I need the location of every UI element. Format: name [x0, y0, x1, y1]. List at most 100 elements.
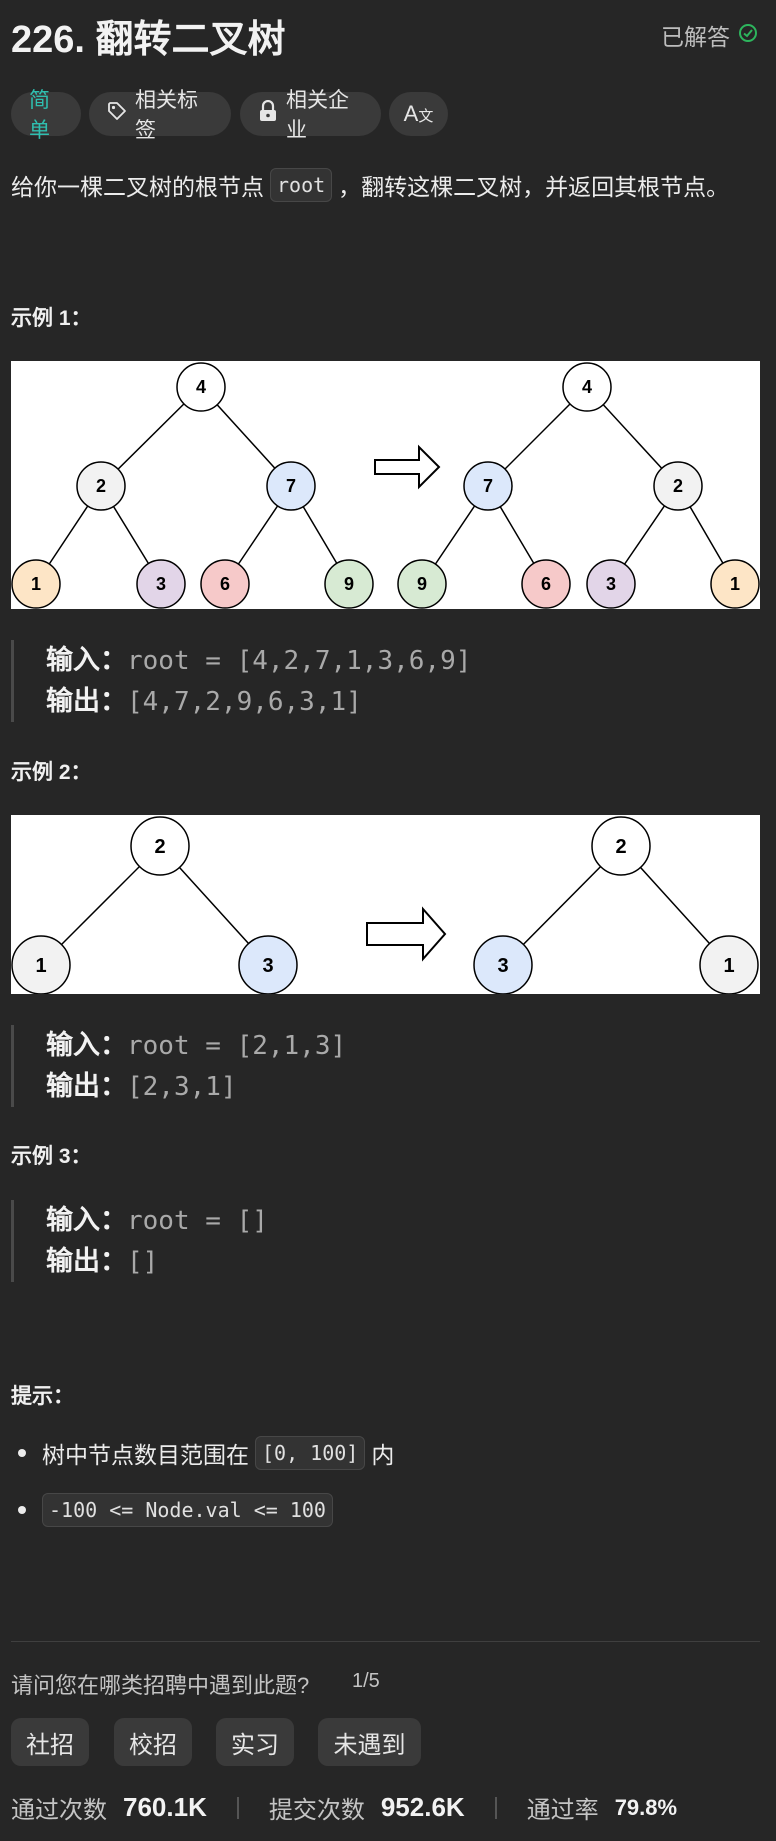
input-value: root = [2,1,3] [127, 1031, 347, 1061]
problem-description: 给你一棵二叉树的根节点 root ，翻转这棵二叉树，并返回其根节点。 [11, 168, 729, 202]
tree-node [562, 362, 612, 412]
node-label: 3 [262, 955, 273, 977]
tree-node [710, 559, 760, 609]
node-label: 2 [615, 836, 626, 858]
accepted-label: 通过次数 [11, 1797, 107, 1824]
accepted-value: 760.1K [123, 1792, 207, 1822]
stats-bar: 通过次数 760.1K 提交次数 952.6K 通过率 79.8% [11, 1790, 677, 1825]
node-label: 9 [344, 574, 354, 594]
node-label: 1 [35, 955, 46, 977]
hint-2-code: -100 <= Node.val <= 100 [42, 1493, 333, 1527]
recruit-option-social[interactable]: 社招 [11, 1718, 89, 1766]
tag-icon [107, 101, 127, 127]
node-label: 4 [196, 377, 206, 397]
hints-title: 提示： [11, 1385, 74, 1408]
input-label: 输入： [46, 645, 127, 675]
check-circle-icon [738, 22, 758, 49]
recruit-option-internship[interactable]: 实习 [216, 1718, 294, 1766]
node-label: 2 [673, 476, 683, 496]
output-value: [2,3,1] [127, 1072, 237, 1102]
tree-node [591, 816, 651, 876]
output-value: [] [127, 1247, 159, 1277]
translate-button[interactable]: A文 [389, 92, 448, 136]
tree-node [586, 559, 636, 609]
tree-node [130, 816, 190, 876]
recruit-question: 请问您在哪类招聘中遇到此题? [11, 1673, 310, 1698]
description-prefix: 给你一棵二叉树的根节点 [11, 174, 264, 200]
node-label: 1 [31, 574, 41, 594]
example-1-block: 输入：root = [4,2,7,1,3,6,9] 输出：[4,7,2,9,6,… [11, 640, 471, 722]
node-label: 1 [723, 955, 734, 977]
recruit-option-campus[interactable]: 校招 [114, 1718, 192, 1766]
tree-node [76, 461, 126, 511]
tree-node [397, 559, 447, 609]
example-3-block: 输入：root = [] 输出：[] [11, 1200, 268, 1282]
submitted-label: 提交次数 [268, 1797, 365, 1824]
related-tags-button[interactable]: 相关标签 [89, 89, 231, 142]
example-2-figure: 2 1 3 2 3 1 [11, 815, 760, 995]
input-label: 输入： [46, 1205, 127, 1235]
problem-title: 226. 翻转二叉树 [11, 19, 286, 61]
stat-separator [236, 1796, 239, 1819]
divider [11, 1641, 760, 1642]
tree-node [136, 559, 186, 609]
node-label: 9 [417, 574, 427, 594]
submitted-value: 952.6K [380, 1792, 465, 1822]
rate-label: 通过率 [526, 1797, 599, 1824]
hint-item: 树中节点数目范围在 [0, 100] 内 [18, 1436, 394, 1470]
hint-item: -100 <= Node.val <= 100 [18, 1493, 339, 1527]
output-label: 输出： [46, 1071, 127, 1101]
lock-icon [258, 99, 278, 128]
output-label: 输出： [46, 686, 127, 716]
tree-node [266, 461, 316, 511]
tree-node [200, 559, 250, 609]
input-value: root = [] [127, 1206, 268, 1236]
bullet [18, 1449, 26, 1457]
stat-separator [494, 1796, 497, 1819]
hint-1-suffix: 内 [371, 1442, 395, 1468]
node-label: 1 [730, 574, 740, 594]
translate-icon: A文 [403, 101, 434, 126]
example-3-title: 示例 3： [11, 1145, 92, 1168]
node-label: 6 [220, 574, 230, 594]
rate-value: 79.8% [614, 1794, 678, 1820]
node-label: 6 [541, 574, 551, 594]
node-label: 2 [96, 476, 106, 496]
related-companies-label: 相关企业 [286, 89, 349, 142]
recruit-count: 1/5 [352, 1670, 380, 1692]
tree-node [653, 461, 703, 511]
difficulty-label: 简单 [29, 89, 50, 142]
description-code: root [270, 168, 333, 202]
solved-status: 已解答 [661, 18, 758, 52]
solved-label: 已解答 [661, 24, 730, 50]
example-1-figure: 4 2 7 1 3 6 9 4 7 2 9 6 3 1 [11, 361, 760, 609]
right-arrow-icon [366, 906, 447, 962]
hint-1-prefix: 树中节点数目范围在 [42, 1442, 249, 1468]
node-label: 3 [497, 955, 508, 977]
example-2-block: 输入：root = [2,1,3] 输出：[2,3,1] [11, 1025, 346, 1107]
input-label: 输入： [46, 1030, 127, 1060]
tree-node [324, 559, 374, 609]
example-2-title: 示例 2： [11, 761, 92, 784]
node-label: 7 [286, 476, 296, 496]
tree-node [11, 559, 61, 609]
related-companies-button[interactable]: 相关企业 [240, 89, 381, 142]
tree-node [521, 559, 571, 609]
tree-node [176, 362, 226, 412]
difficulty-badge[interactable]: 简单 [11, 89, 81, 142]
output-label: 输出： [46, 1246, 127, 1276]
right-arrow-icon [374, 444, 441, 490]
node-label: 7 [483, 476, 493, 496]
bullet [18, 1506, 26, 1514]
tree-after-nodes [397, 362, 760, 609]
example-1-title: 示例 1： [11, 307, 92, 330]
hint-1-code: [0, 100] [255, 1436, 366, 1470]
node-label: 4 [582, 377, 592, 397]
tree-node [463, 461, 513, 511]
input-value: root = [4,2,7,1,3,6,9] [127, 646, 472, 676]
description-suffix: ，翻转这棵二叉树，并返回其根节点。 [338, 174, 730, 200]
recruit-option-never[interactable]: 未遇到 [318, 1718, 421, 1766]
output-value: [4,7,2,9,6,3,1] [127, 687, 362, 717]
related-tags-label: 相关标签 [135, 89, 198, 142]
node-label: 2 [154, 836, 165, 858]
